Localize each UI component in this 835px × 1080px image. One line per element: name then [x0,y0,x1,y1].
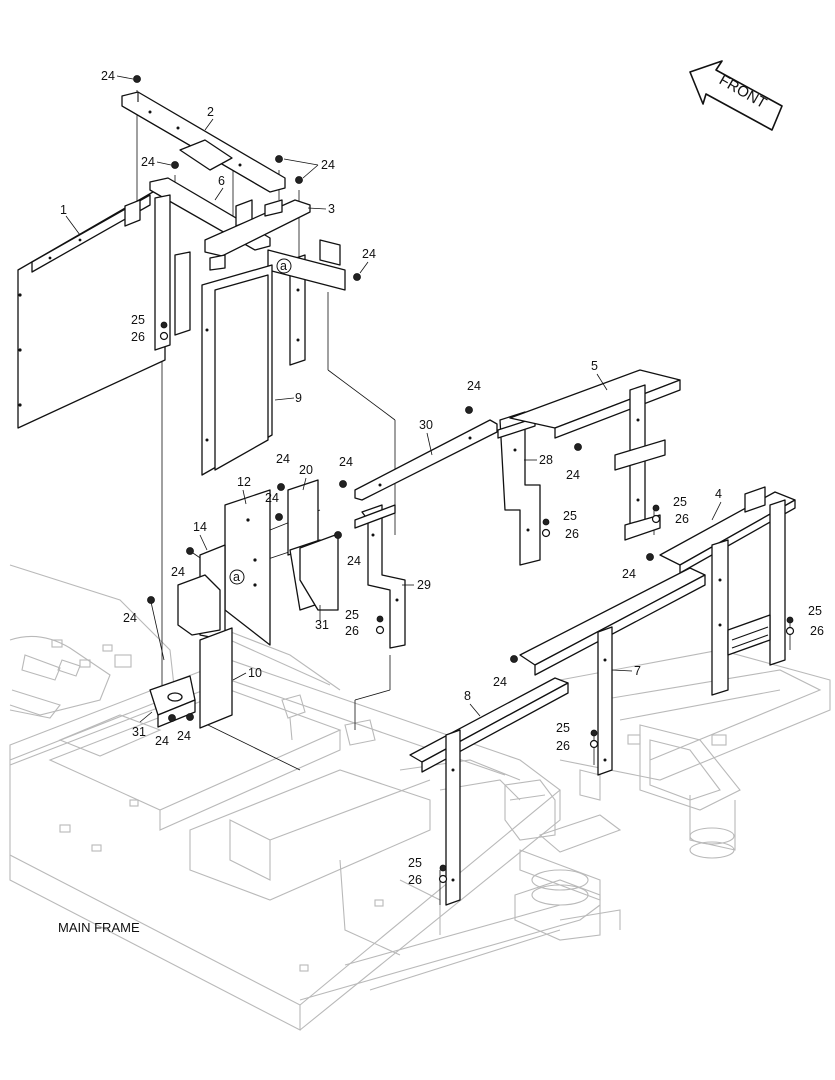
callout-2: 2 [207,105,214,119]
callout-24: 24 [622,567,636,581]
reference-marker-upper: a [276,258,292,274]
callout-24: 24 [566,468,580,482]
callout-26: 26 [345,624,359,638]
callout-25: 25 [131,313,145,327]
callout-26: 26 [675,512,689,526]
callout-24: 24 [362,247,376,261]
callout-25: 25 [563,509,577,523]
callout-8: 8 [464,689,471,703]
callout-14: 20 [299,463,313,477]
callout-26: 26 [556,739,570,753]
reference-mark-upper: a [280,259,287,273]
callout-25: 25 [808,604,822,618]
part-7-long-beam [519,567,706,776]
callout-4: 4 [715,487,722,501]
callout-30: 30 [419,418,433,432]
callout-26: 26 [408,873,422,887]
part-31-block [149,675,196,728]
callout-24: 24 [123,611,137,625]
callout-20: 31 [315,618,329,632]
callout-6: 6 [218,174,225,188]
callout-24: 24 [171,565,185,579]
callout-5: 5 [591,359,598,373]
part-29-support-bracket [354,504,406,649]
callout-3: 3 [328,202,335,216]
callout-24: 24 [141,155,155,169]
callout-24: 24 [276,452,290,466]
callout-24: 24 [321,158,335,172]
callout-26: 26 [131,330,145,344]
part-12-duct [177,544,226,641]
callout-28: 28 [539,453,553,467]
part-1-side-panel [17,184,166,429]
callout-29: 29 [417,578,431,592]
callout-26: 26 [565,527,579,541]
main-frame-label: MAIN FRAME [58,920,140,935]
part-5-rear-frame [509,369,681,541]
callout-leaders [65,75,722,723]
callout-1: 1 [60,203,67,217]
callout-26: 26 [810,624,824,638]
callout-7: 7 [634,664,641,678]
reference-marker-lower: a [229,569,245,585]
callout-11: 12 [237,475,251,489]
callout-31: 31 [132,725,146,739]
callout-24: 24 [493,675,507,689]
callout-24: 24 [467,379,481,393]
callout-25: 25 [673,495,687,509]
leader-lines [136,90,791,905]
callout-10: 10 [248,666,262,680]
part-8-front-beam [409,677,569,906]
part-30-long-bracket [354,419,498,501]
callout-12: 14 [193,520,207,534]
callout-24: 24 [339,455,353,469]
part-10-panel [199,627,233,729]
callout-24: 24 [265,491,279,505]
part-20-cover [299,533,339,611]
callout-24: 24 [177,729,191,743]
part-28-upright-bracket [497,411,541,566]
callout-24: 24 [101,69,115,83]
reference-mark-lower: a [233,570,240,584]
callout-24: 24 [347,554,361,568]
callout-25: 25 [408,856,422,870]
front-direction-arrow: FRONT [689,60,783,131]
callout-25: 25 [556,721,570,735]
callout-labels: 24 2 24 6 24 3 1 24 25 26 5 24 9 30 28 2… [60,69,824,887]
part-4-right-frame [659,486,796,696]
part-2-top-bracket [121,91,286,193]
fasteners [133,75,795,884]
part-11-plate [224,489,271,646]
callout-24: 24 [155,734,169,748]
part-9-center-panel [201,264,273,476]
main-frame-drawing [9,564,831,1031]
callout-9: 9 [295,391,302,405]
callout-25: 25 [345,608,359,622]
